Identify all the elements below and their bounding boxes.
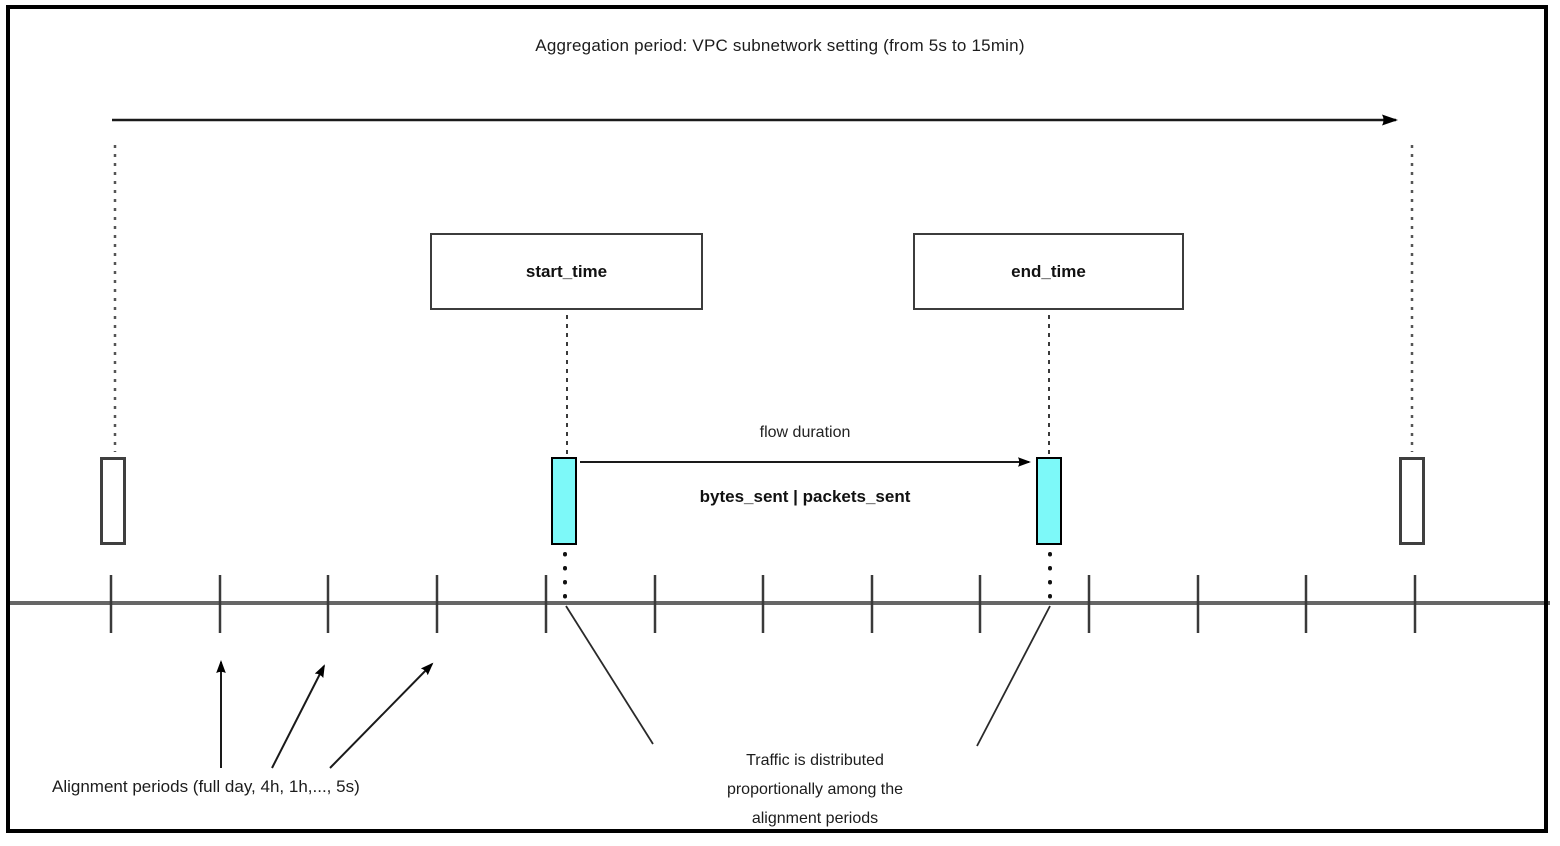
start-time-label: start_time — [525, 261, 608, 281]
traffic-note-line-1: Traffic is distributed — [746, 752, 884, 769]
alignment-periods-label: Alignment periods (full day, 4h, 1h,...,… — [52, 777, 360, 796]
traffic-distribution-note: Traffic is distributed proportionally am… — [665, 746, 965, 833]
flow-metrics-label: bytes_sent | packets_sent — [699, 487, 911, 506]
traffic-note-connector-right — [976, 605, 1051, 747]
traffic-note-connector-left — [565, 605, 654, 745]
traffic-note-line-2: proportionally among the — [726, 781, 904, 798]
alignment-pointer-arrow-3 — [329, 662, 434, 769]
flow-end-marker-rect — [1036, 457, 1062, 545]
flow-duration-label: flow duration — [759, 424, 851, 441]
diagram-title: Aggregation period: VPC subnetwork setti… — [535, 36, 1025, 55]
end-time-box: end_time — [913, 233, 1184, 310]
left-boundary-marker-rect — [100, 457, 126, 545]
start-time-box: start_time — [430, 233, 703, 310]
end-time-label: end_time — [1011, 261, 1086, 281]
right-boundary-marker-rect — [1399, 457, 1425, 545]
traffic-note-line-3: alignment periods — [751, 810, 879, 827]
flow-start-marker-rect — [551, 457, 577, 545]
alignment-pointer-arrow-2 — [271, 664, 325, 769]
